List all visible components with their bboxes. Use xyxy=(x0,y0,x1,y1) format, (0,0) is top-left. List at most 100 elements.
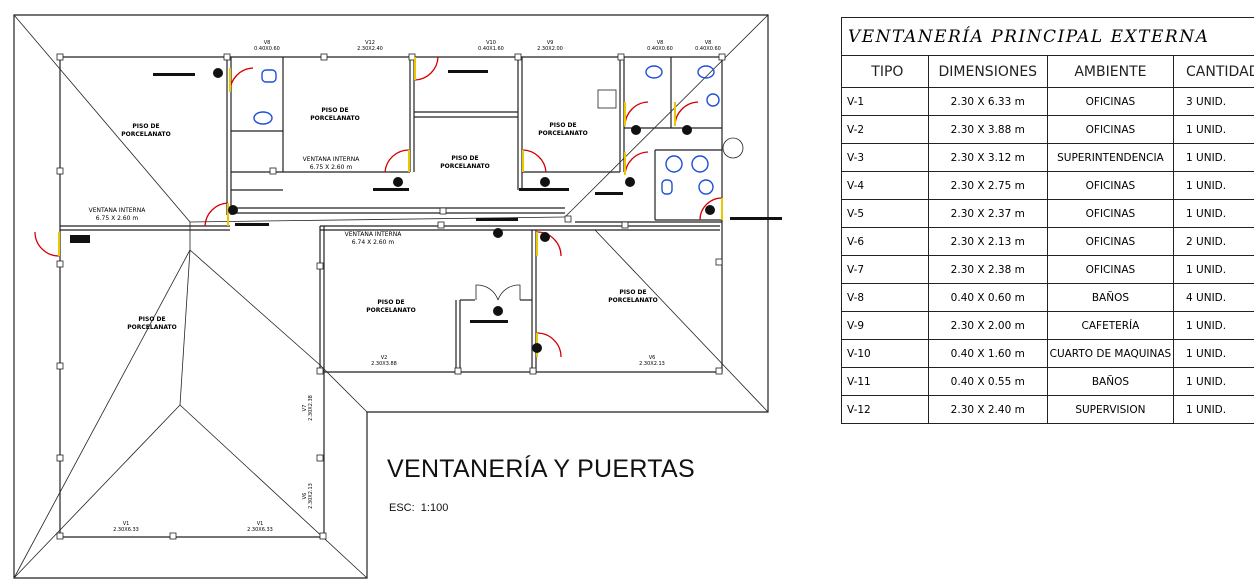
interior-window-dims: 6.74 X 2.60 m xyxy=(351,239,395,246)
markers xyxy=(70,68,782,353)
column-header-dimensiones: DIMENSIONES xyxy=(927,55,1048,88)
cell-room: SUPERINTENDENCIA xyxy=(1046,143,1175,172)
cell-quantity: 4 UNID. xyxy=(1173,283,1254,312)
window-tag-code: V9 xyxy=(546,40,554,46)
window-tag: V8 0.40X0.60 xyxy=(640,40,680,52)
cell-quantity: 1 UNID. xyxy=(1173,115,1254,144)
window-tag: V8 0.40X0.60 xyxy=(688,40,728,52)
cell-room: OFICINAS xyxy=(1046,227,1175,256)
cell-quantity: 1 UNID. xyxy=(1173,311,1254,340)
window-tag-code: V12 xyxy=(365,40,375,46)
floor-label-left-wing: PISO DE PORCELANATO xyxy=(117,316,187,332)
interior-window-dims: 6.75 X 2.60 m xyxy=(95,215,139,222)
window-tag: V2 2.30X3.88 xyxy=(364,355,404,367)
cell-quantity: 1 UNID. xyxy=(1173,395,1254,424)
window-tag: V12 2.30X2.40 xyxy=(350,40,390,52)
cell-room: CUARTO DE MAQUINAS xyxy=(1046,339,1175,368)
floor-label-line: PORCELANATO xyxy=(310,115,360,122)
schedule-header-row: TIPO DIMENSIONES AMBIENTE CANTIDAD xyxy=(841,55,1254,88)
window-tag-code: V1 xyxy=(122,521,130,527)
cell-dimensions: 2.30 X 2.00 m xyxy=(927,311,1048,340)
window-tag-dims: 2.30X2.00 xyxy=(537,46,563,52)
floor-label-line: PISO DE xyxy=(132,123,160,130)
cell-dimensions: 2.30 X 3.88 m xyxy=(927,115,1048,144)
window-tag-code: V8 xyxy=(656,40,664,46)
window-tag: V9 2.30X2.00 xyxy=(530,40,570,52)
window-tag-dims: 2.30X2.38 xyxy=(308,395,314,421)
cell-dimensions: 2.30 X 2.40 m xyxy=(927,395,1048,424)
floor-label-line: PISO DE xyxy=(321,107,349,114)
floor-label-right: PISO DE PORCELANATO xyxy=(598,289,668,305)
floor-label-center: PISO DE PORCELANATO xyxy=(356,299,426,315)
cell-type: V-6 xyxy=(841,227,929,256)
bathroom-fixtures xyxy=(253,65,744,195)
cell-dimensions: 2.30 X 2.38 m xyxy=(927,255,1048,284)
cell-type: V-5 xyxy=(841,199,929,228)
cell-room: BAÑOS xyxy=(1046,283,1175,312)
window-tag-code: V1 xyxy=(256,521,264,527)
interior-window-dims: 6.75 X 2.60 m xyxy=(309,164,353,171)
doors xyxy=(34,56,723,358)
schedule-title: VENTANERÍA PRINCIPAL EXTERNA xyxy=(841,17,1254,56)
cell-quantity: 1 UNID. xyxy=(1173,199,1254,228)
cell-room: SUPERVISION xyxy=(1046,395,1175,424)
window-tag-dims: 2.30X6.33 xyxy=(247,527,273,533)
interior-window-name: VENTANA INTERNA xyxy=(344,231,402,238)
cell-quantity: 1 UNID. xyxy=(1173,339,1254,368)
cell-dimensions: 2.30 X 2.13 m xyxy=(927,227,1048,256)
drawing-title: VENTANERÍA Y PUERTAS xyxy=(387,455,695,483)
column-header-cantidad: CANTIDAD xyxy=(1173,55,1254,88)
window-tag: V1 2.30X6.33 xyxy=(240,521,280,533)
floor-label-line: PISO DE xyxy=(619,289,647,296)
cell-type: V-2 xyxy=(841,115,929,144)
interior-window-label: VENTANA INTERNA 6.75 X 2.60 m xyxy=(286,156,376,172)
cell-room: OFICINAS xyxy=(1046,115,1175,144)
window-tag-dims: 2.30X2.13 xyxy=(308,483,314,509)
floor-label-line: PORCELANATO xyxy=(538,130,588,137)
floor-label-offices-left: PISO DE PORCELANATO xyxy=(111,123,181,139)
schedule-title-row: VENTANERÍA PRINCIPAL EXTERNA xyxy=(841,17,1254,56)
cell-quantity: 1 UNID. xyxy=(1173,255,1254,284)
floor-label-line: PORCELANATO xyxy=(608,297,658,304)
window-schedule: VENTANERÍA PRINCIPAL EXTERNA TIPO DIMENS… xyxy=(841,17,1254,424)
cell-type: V-9 xyxy=(841,311,929,340)
floor-label-line: PORCELANATO xyxy=(366,307,416,314)
floor-label-supervision: PISO DE PORCELANATO xyxy=(528,122,598,138)
window-tag-dims: 2.30X3.88 xyxy=(371,361,397,367)
window-tag-dims: 2.30X2.40 xyxy=(357,46,383,52)
window-tag-dims: 0.40X0.60 xyxy=(647,46,673,52)
cell-room: BAÑOS xyxy=(1046,367,1175,396)
window-tag-dims: 0.40X0.60 xyxy=(695,46,721,52)
cell-type: V-3 xyxy=(841,143,929,172)
floor-label-superintendence: PISO DE PORCELANATO xyxy=(300,107,370,123)
cell-dimensions: 2.30 X 3.12 m xyxy=(927,143,1048,172)
interior-window-label: VENTANA INTERNA 6.74 X 2.60 m xyxy=(328,231,418,247)
window-tag-dims: 2.30X6.33 xyxy=(113,527,139,533)
window-tag: V6 2.30X2.13 xyxy=(302,476,314,516)
cell-quantity: 3 UNID. xyxy=(1173,87,1254,116)
cell-dimensions: 2.30 X 2.37 m xyxy=(927,199,1048,228)
cell-dimensions: 0.40 X 1.60 m xyxy=(927,339,1048,368)
window-tag-code: V10 xyxy=(486,40,496,46)
floor-label-hall: PISO DE PORCELANATO xyxy=(430,155,500,171)
cell-type: V-8 xyxy=(841,283,929,312)
column-header-ambiente: AMBIENTE xyxy=(1046,55,1175,88)
window-tag-code: V6 xyxy=(648,355,656,361)
cell-type: V-12 xyxy=(841,395,929,424)
window-tag-dims: 0.40X1.60 xyxy=(478,46,504,52)
floor-plan xyxy=(13,14,782,579)
cell-dimensions: 2.30 X 6.33 m xyxy=(927,87,1048,116)
drawing-scale: ESC: 1:100 xyxy=(389,502,449,514)
cell-type: V-4 xyxy=(841,171,929,200)
cell-room: OFICINAS xyxy=(1046,87,1175,116)
window-tag: V10 0.40X1.60 xyxy=(471,40,511,52)
cell-quantity: 1 UNID. xyxy=(1173,171,1254,200)
